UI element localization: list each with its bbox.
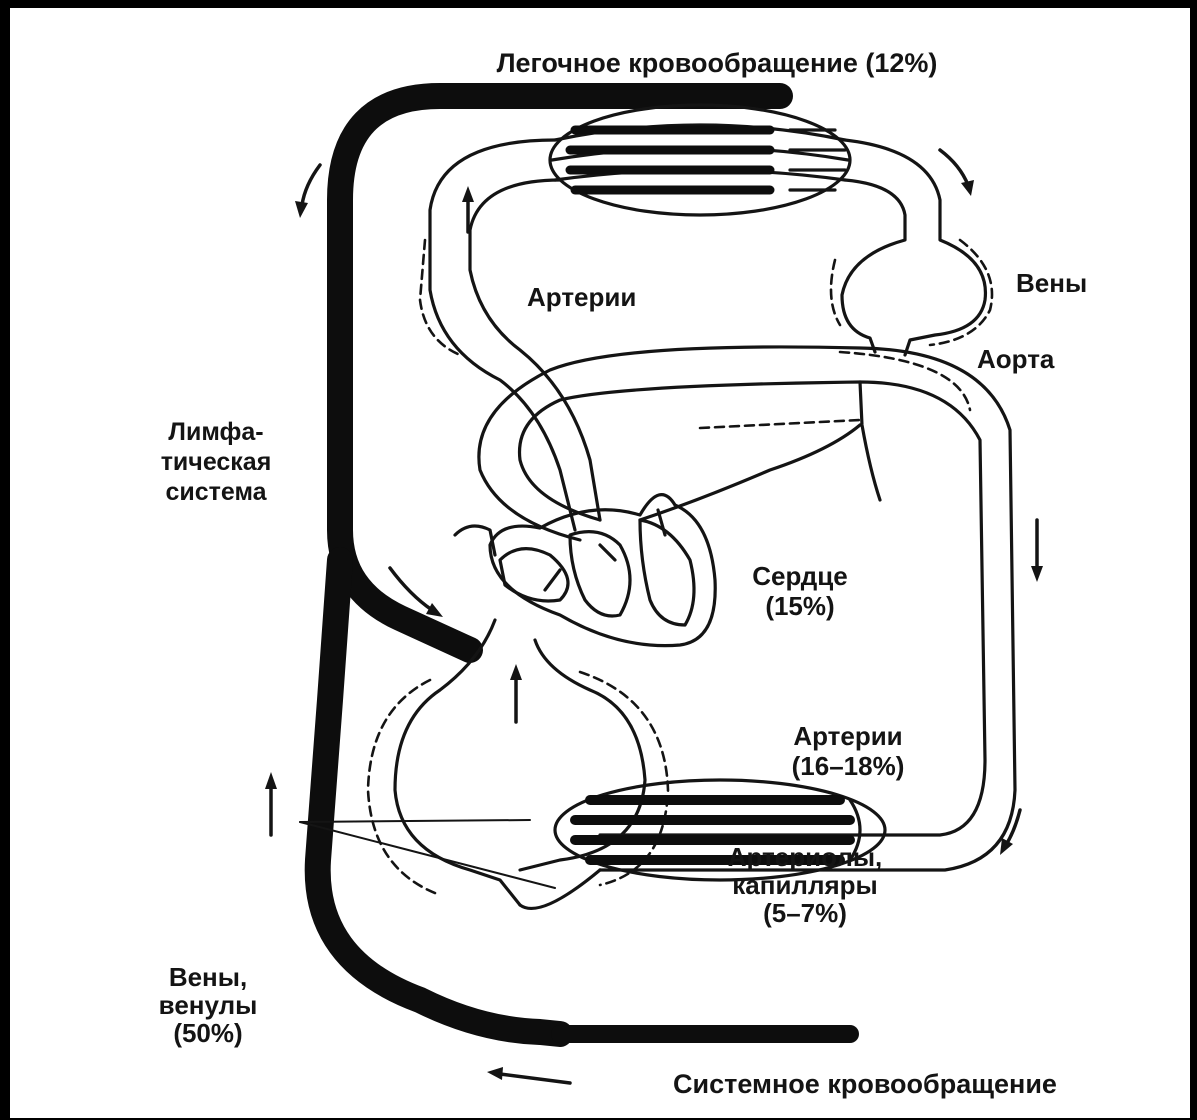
lymph-label-line2: тическая — [161, 448, 272, 476]
heart-label-line2: (15%) — [765, 591, 834, 621]
arterioles-label-line1: Артериолы, — [728, 842, 883, 872]
arteries-label-line2: (16–18%) — [792, 751, 905, 781]
arteries-top-label: Артерии — [527, 282, 636, 312]
arterioles-label-line2: капилляры — [732, 870, 877, 900]
heart-label-line1: Сердце — [752, 561, 847, 591]
veins-label-line2: венулы — [159, 990, 258, 1020]
pulmonary-circulation-label: Легочное кровообращение (12%) — [497, 48, 938, 78]
veins-top-label: Вены — [1016, 268, 1087, 298]
veins-label-line1: Вены, — [169, 962, 247, 992]
systemic-circulation-label: Системное кровообращение — [673, 1069, 1057, 1099]
lymph-label-line1: Лимфа- — [168, 418, 263, 446]
veins-label-line3: (50%) — [173, 1018, 242, 1048]
lymph-label-line3: система — [165, 478, 267, 506]
aorta-label: Аорта — [977, 344, 1055, 374]
arteries-label-line1: Артерии — [793, 721, 902, 751]
arterioles-label-line3: (5–7%) — [763, 898, 847, 928]
